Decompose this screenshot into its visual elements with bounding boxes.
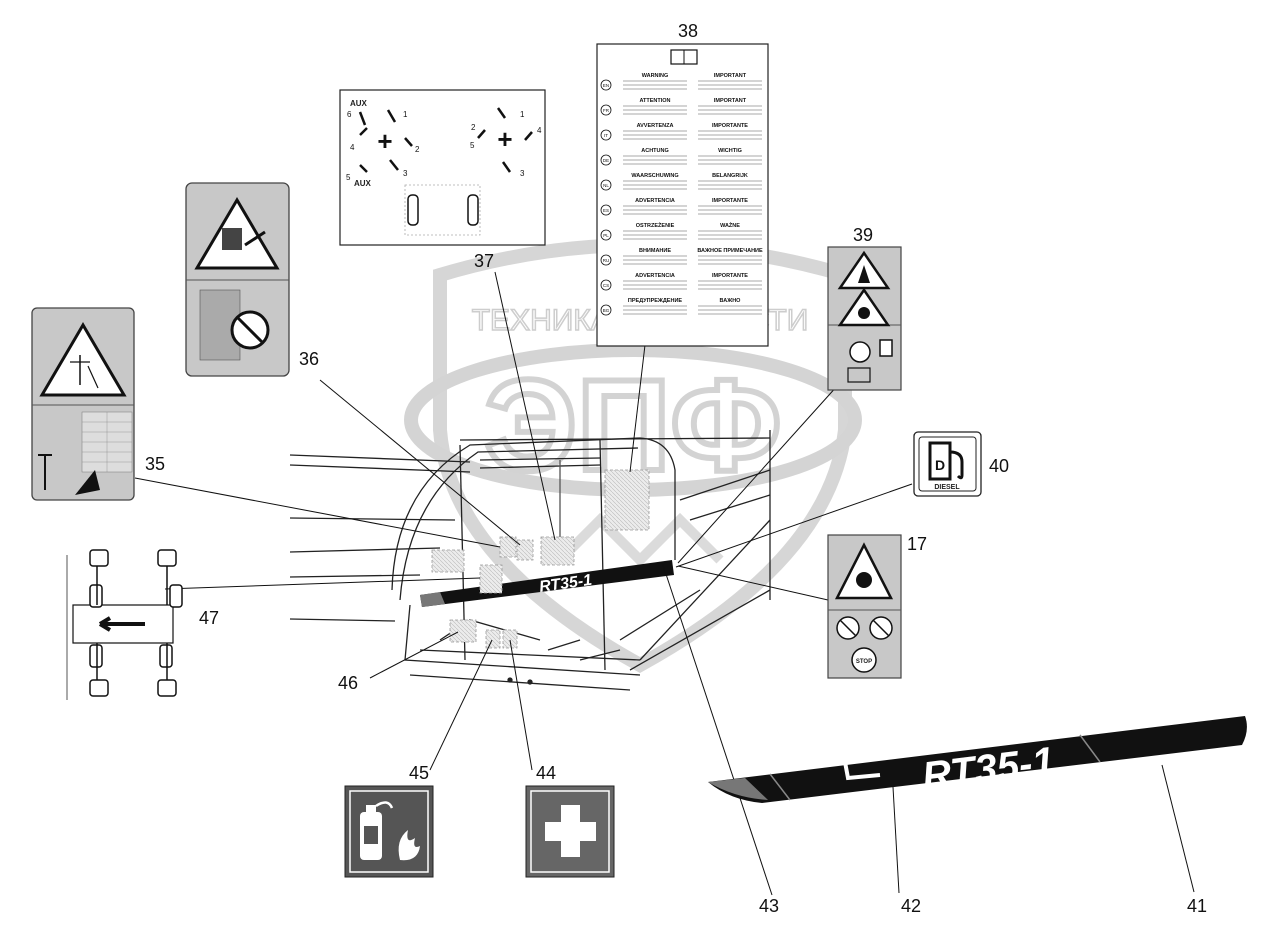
manual-heading: ПРЕДУПРЕЖДЕНИЕ <box>628 298 682 304</box>
manual-heading: IMPORTANT <box>714 73 747 79</box>
svg-text:+: + <box>497 124 512 154</box>
decal-35-overhead-line-warning <box>31 307 135 501</box>
language-badge <box>600 304 612 316</box>
callout-44: 44 <box>536 763 556 783</box>
language-badge <box>600 104 612 116</box>
language-badge <box>600 154 612 166</box>
decal-47-steering-mode <box>66 549 183 700</box>
language-badge <box>600 229 612 241</box>
manual-heading: ВАЖНО <box>720 298 742 304</box>
language-badge <box>600 179 612 191</box>
manual-heading: IMPORTANTE <box>712 198 748 204</box>
manual-heading: ACHTUNG <box>641 148 669 154</box>
manual-heading: WARNING <box>642 73 669 79</box>
language-code: DE <box>603 158 609 163</box>
manual-heading: ВНИМАНИЕ <box>639 248 671 254</box>
manual-heading: ATTENTION <box>639 98 670 104</box>
callout-39: 39 <box>853 225 873 245</box>
language-badge <box>600 79 612 91</box>
manual-heading: OSTRZEŻENIE <box>636 222 675 229</box>
manual-heading: WICHTIG <box>718 148 742 154</box>
language-code: CS <box>603 283 609 288</box>
svg-text:4: 4 <box>537 126 542 135</box>
decal-40-diesel-fuel: D DIESEL <box>913 431 982 497</box>
manual-heading: IMPORTANT <box>714 98 747 104</box>
svg-text:2: 2 <box>471 123 476 132</box>
callout-47: 47 <box>199 608 219 628</box>
svg-text:6: 6 <box>347 110 352 119</box>
manual-heading: WAARSCHUWING <box>631 173 678 179</box>
manual-heading: BELANGRIJK <box>712 173 748 179</box>
aux-label-bottom: AUX <box>354 179 372 188</box>
svg-text:5: 5 <box>470 141 475 150</box>
manual-heading: ADVERTENCIA <box>635 198 675 204</box>
decal-36-crush-warning <box>185 182 290 377</box>
svg-text:D: D <box>935 457 945 473</box>
language-badge <box>600 129 612 141</box>
cab-drawing <box>289 430 771 691</box>
manual-heading: WAŻNE <box>720 222 740 229</box>
language-badge <box>600 279 612 291</box>
language-badge <box>600 204 612 216</box>
decal-45-fire-extinguisher <box>344 785 434 878</box>
manual-heading: ADVERTENCIA <box>635 273 675 279</box>
svg-text:1: 1 <box>520 110 525 119</box>
decal-38-manual-notice <box>596 43 769 347</box>
svg-text:1: 1 <box>403 110 408 119</box>
manual-heading: IMPORTANTE <box>712 123 748 129</box>
callout-37: 37 <box>474 251 494 271</box>
language-badge <box>600 254 612 266</box>
svg-text:2: 2 <box>415 145 420 154</box>
manual-heading: AVVERTENZA <box>637 123 674 129</box>
svg-text:3: 3 <box>403 169 408 178</box>
manual-heading: ВАЖНОЕ ПРИМЕЧАНИЕ <box>697 248 763 254</box>
language-code: FR <box>603 108 610 113</box>
decal-41-42-43-stripe: RT35-1 <box>708 716 1247 803</box>
svg-text:5: 5 <box>346 173 351 182</box>
language-code: PL <box>603 233 609 238</box>
language-code: NL <box>603 183 609 188</box>
svg-text:3: 3 <box>520 169 525 178</box>
callout-41: 41 <box>1187 896 1207 916</box>
callout-35: 35 <box>145 454 165 474</box>
decal-locations <box>431 469 650 649</box>
callout-42: 42 <box>901 896 921 916</box>
diesel-label: DIESEL <box>934 484 960 491</box>
callout-numbers: 38 37 39 36 35 40 17 47 46 45 44 43 42 4… <box>145 21 1207 916</box>
callout-46: 46 <box>338 673 358 693</box>
callout-36: 36 <box>299 349 319 369</box>
manual-heading: IMPORTANTE <box>712 273 748 279</box>
aux-label-top: AUX <box>350 99 368 108</box>
language-code: RU <box>603 258 610 263</box>
language-code: EN <box>603 83 609 88</box>
language-code: BG <box>603 308 610 313</box>
callout-43: 43 <box>759 896 779 916</box>
callout-45: 45 <box>409 763 429 783</box>
decal-44-first-aid <box>525 785 615 878</box>
cab-stripe-text: RT35-1 <box>538 572 593 596</box>
decal-39-fire-explosion-warning <box>827 246 902 391</box>
decal-17-no-smoking-refuel: STOP <box>827 534 902 679</box>
language-code: ES <box>603 208 609 213</box>
stop-label: STOP <box>856 659 872 665</box>
svg-text:+: + <box>377 126 392 156</box>
svg-text:4: 4 <box>350 143 355 152</box>
callout-17: 17 <box>907 534 927 554</box>
callout-38: 38 <box>678 21 698 41</box>
language-code: IT <box>604 133 608 138</box>
callout-40: 40 <box>989 456 1009 476</box>
leader-lines <box>134 271 1195 896</box>
decal-37-joystick-controls: AUX AUX + + 1 2 3 4 5 6 1 2 3 4 5 <box>339 89 546 246</box>
rt35-decal-text: RT35-1 <box>920 739 1057 799</box>
